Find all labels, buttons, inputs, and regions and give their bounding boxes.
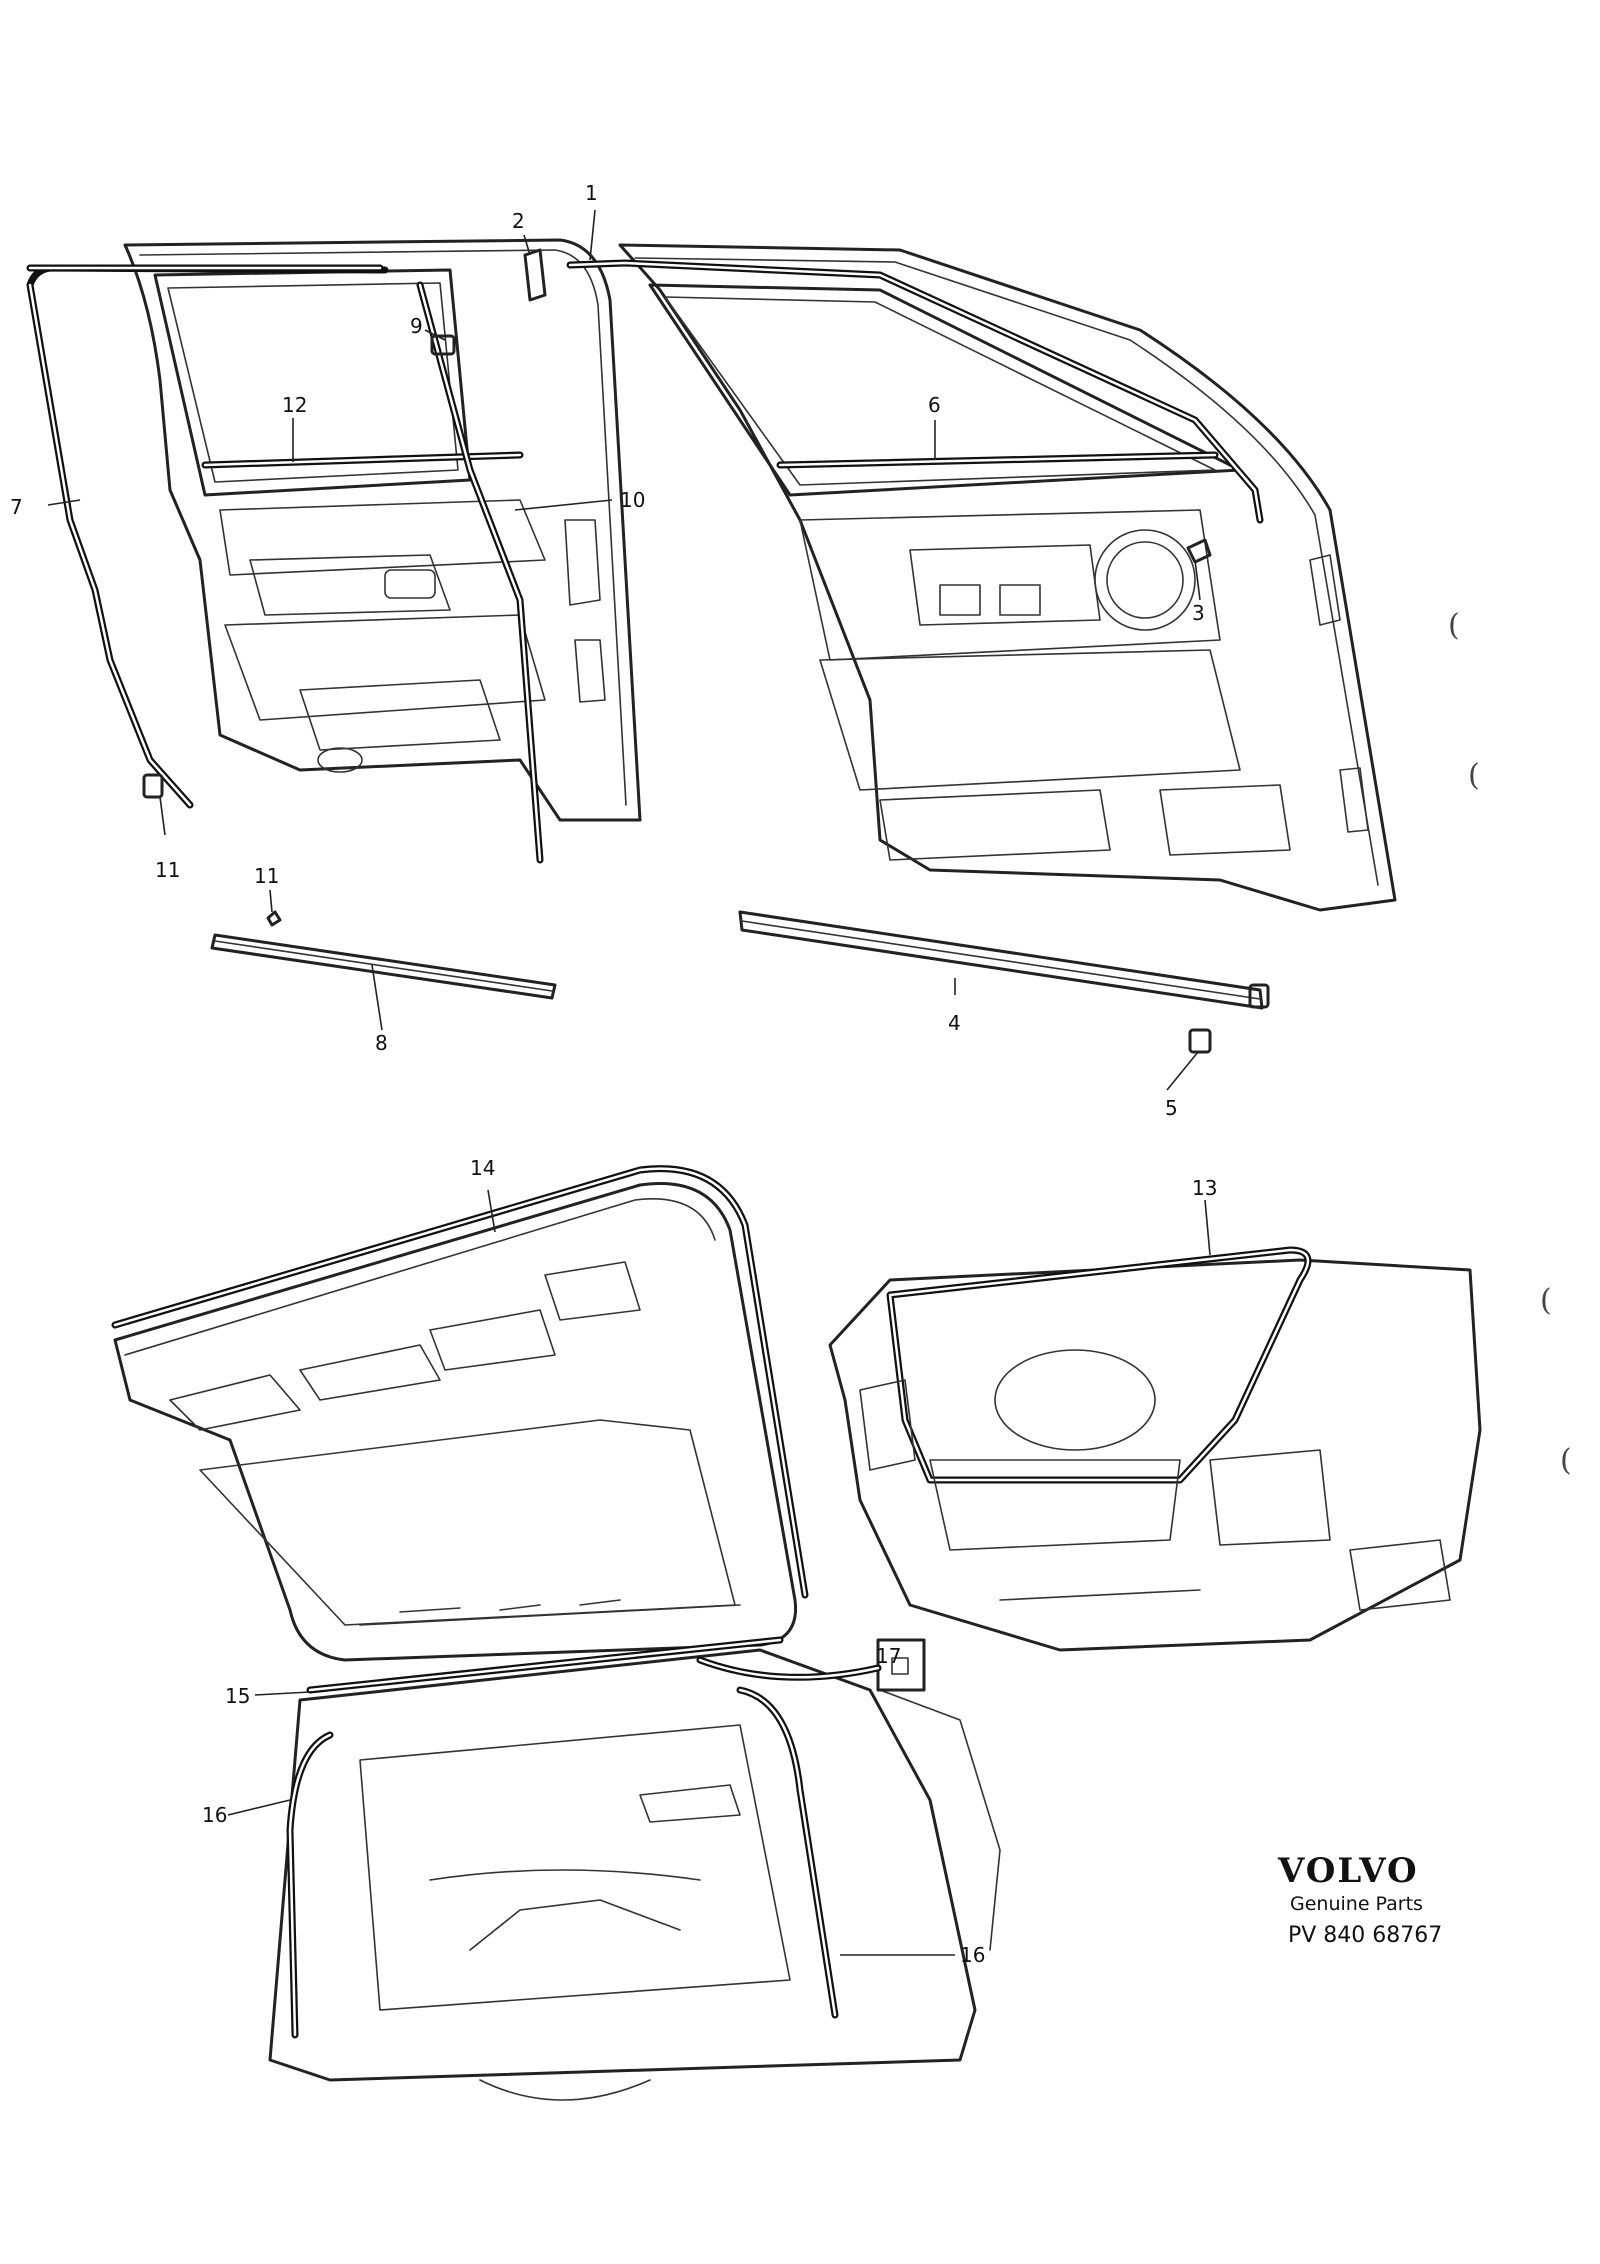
brand-block: VOLVO Genuine Parts PV 840 68767: [1277, 1851, 1442, 1948]
callout-12: 12: [282, 393, 307, 417]
callout-8: 8: [375, 1031, 388, 1055]
trunk-opening: [828, 1246, 1482, 1652]
callout-10: 10: [620, 488, 645, 512]
callout-2: 2: [512, 209, 525, 233]
margin-mark-2: (: [1468, 758, 1480, 793]
callout-7: 7: [10, 495, 23, 519]
front-door: [566, 243, 1397, 912]
margin-mark-3: (: [1540, 1283, 1552, 1318]
tailgate-opening: [268, 1636, 1001, 2101]
callout-9: 9: [410, 314, 423, 338]
callout-14: 14: [470, 1156, 495, 1180]
callout-11a: 11: [155, 858, 180, 882]
callout-13: 13: [1192, 1176, 1217, 1200]
callouts: 1 2 3 4 5 6 7 8 9 10 11 11 12 13 14 15 1…: [10, 181, 1217, 1967]
part-code: PV 840 68767: [1288, 1923, 1442, 1948]
margin-mark-4: (: [1560, 1443, 1572, 1478]
callout-16b: 16: [960, 1943, 985, 1967]
callout-1: 1: [585, 181, 598, 205]
callout-15: 15: [225, 1684, 250, 1708]
volvo-logo: VOLVO: [1277, 1851, 1419, 1891]
callout-6: 6: [928, 393, 941, 417]
callout-11b: 11: [254, 864, 279, 888]
margin-mark-1: (: [1448, 608, 1460, 643]
brand-subtitle: Genuine Parts: [1290, 1893, 1423, 1915]
callout-16a: 16: [202, 1803, 227, 1827]
callout-3: 3: [1192, 601, 1205, 625]
callout-5: 5: [1165, 1096, 1178, 1120]
rear-door: [26, 238, 642, 864]
margin-marks: ( ( ( (: [1448, 608, 1572, 1478]
leader-lines: [47, 209, 1211, 1956]
callout-4: 4: [948, 1011, 961, 1035]
sill-strips: [210, 910, 1270, 1054]
tailgate: [111, 1165, 809, 1662]
callout-17: 17: [876, 1644, 901, 1668]
